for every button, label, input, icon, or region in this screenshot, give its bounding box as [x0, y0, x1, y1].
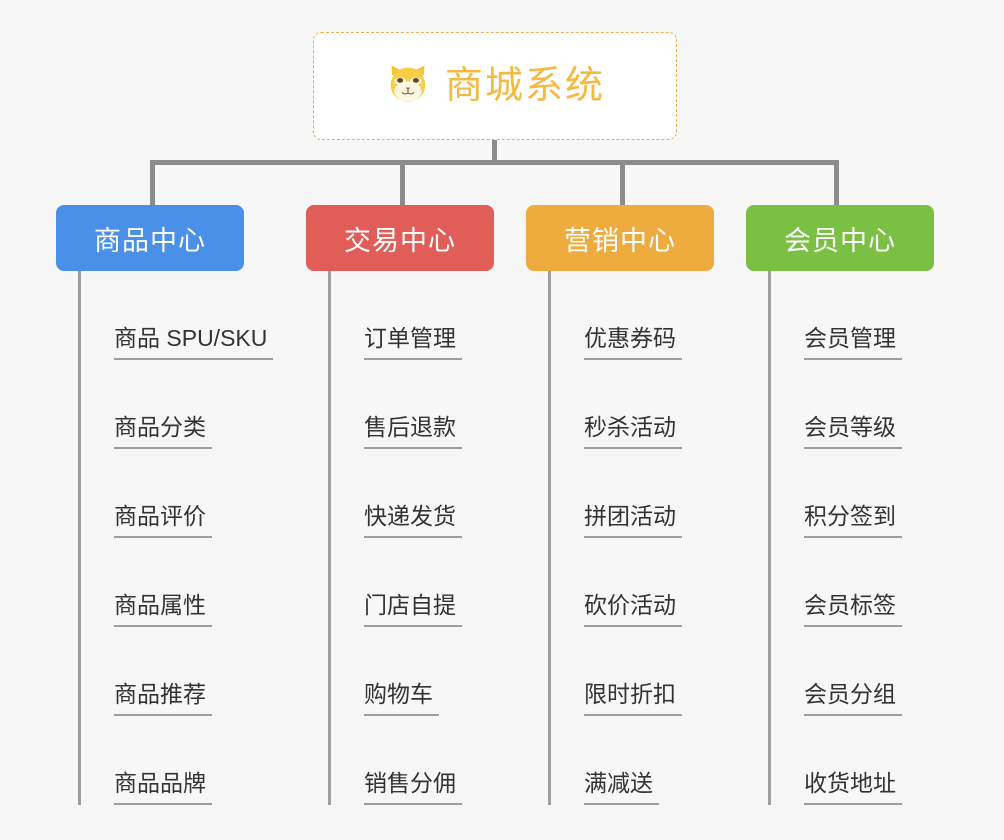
list-item[interactable]: 会员管理 — [772, 271, 934, 360]
branch-column-marketing-center: 营销中心 优惠券码 秒杀活动 拼团活动 砍价活动 限时折扣 满减送 — [526, 205, 714, 805]
list-item[interactable]: 积分签到 — [772, 449, 934, 538]
connector-horizontal-bus — [150, 160, 839, 165]
list-item[interactable]: 商品评价 — [82, 449, 273, 538]
list-item-label: 优惠券码 — [584, 325, 682, 360]
list-item-label: 拼团活动 — [584, 503, 682, 538]
branch-column-product-center: 商品中心 商品 SPU/SKU 商品分类 商品评价 商品属性 商品推荐 商品品牌 — [56, 205, 274, 805]
list-item[interactable]: 会员分组 — [772, 627, 934, 716]
list-item[interactable]: 优惠券码 — [552, 271, 714, 360]
list-item-label: 会员等级 — [804, 414, 902, 449]
list-item-label: 门店自提 — [364, 592, 462, 627]
list-item[interactable]: 砍价活动 — [552, 538, 714, 627]
sub-item-list: 优惠券码 秒杀活动 拼团活动 砍价活动 限时折扣 满减送 — [548, 271, 714, 805]
list-item[interactable]: 商品品牌 — [82, 716, 273, 805]
list-item[interactable]: 会员标签 — [772, 538, 934, 627]
list-item[interactable]: 售后退款 — [332, 360, 494, 449]
list-item[interactable]: 商品 SPU/SKU — [82, 271, 274, 360]
category-header-product-center[interactable]: 商品中心 — [56, 205, 244, 271]
list-item[interactable]: 满减送 — [552, 716, 714, 805]
list-item-label: 商品 SPU/SKU — [114, 325, 274, 360]
connector-drop-0 — [150, 163, 155, 205]
list-item[interactable]: 秒杀活动 — [552, 360, 714, 449]
list-item-label: 砍价活动 — [584, 592, 682, 627]
list-item-label: 商品属性 — [114, 592, 212, 627]
connector-drop-1 — [400, 163, 405, 205]
list-item-label: 积分签到 — [804, 503, 902, 538]
list-item-label: 购物车 — [364, 681, 439, 716]
category-label: 营销中心 — [564, 225, 676, 256]
sub-item-list: 商品 SPU/SKU 商品分类 商品评价 商品属性 商品推荐 商品品牌 — [78, 271, 274, 805]
sub-item-list: 订单管理 售后退款 快递发货 门店自提 购物车 销售分佣 — [328, 271, 494, 805]
list-item[interactable]: 限时折扣 — [552, 627, 714, 716]
list-item[interactable]: 销售分佣 — [332, 716, 494, 805]
connector-root-vertical — [492, 140, 497, 163]
branch-column-trade-center: 交易中心 订单管理 售后退款 快递发货 门店自提 购物车 销售分佣 — [306, 205, 494, 805]
list-item[interactable]: 商品属性 — [82, 538, 273, 627]
list-item[interactable]: 商品推荐 — [82, 627, 273, 716]
root-node-card[interactable]: 商城系统 — [313, 32, 677, 140]
list-item-label: 快递发货 — [364, 503, 462, 538]
category-label: 商品中心 — [94, 225, 206, 256]
list-item[interactable]: 收货地址 — [772, 716, 934, 805]
list-item-label: 会员管理 — [804, 325, 902, 360]
list-item[interactable]: 拼团活动 — [552, 449, 714, 538]
list-item[interactable]: 门店自提 — [332, 538, 494, 627]
category-header-member-center[interactable]: 会员中心 — [746, 205, 934, 271]
list-item-label: 订单管理 — [364, 325, 462, 360]
branch-column-member-center: 会员中心 会员管理 会员等级 积分签到 会员标签 会员分组 收货地址 — [746, 205, 934, 805]
list-item-label: 商品推荐 — [114, 681, 212, 716]
category-label: 会员中心 — [784, 225, 896, 256]
list-item[interactable]: 快递发货 — [332, 449, 494, 538]
shiba-dog-icon — [385, 61, 431, 112]
list-item-label: 商品品牌 — [114, 770, 212, 805]
connector-drop-3 — [834, 163, 839, 205]
list-item-label: 会员分组 — [804, 681, 902, 716]
list-item[interactable]: 订单管理 — [332, 271, 494, 360]
list-item-label: 秒杀活动 — [584, 414, 682, 449]
list-item-label: 销售分佣 — [364, 770, 462, 805]
list-item-label: 售后退款 — [364, 414, 462, 449]
page-title: 商城系统 — [444, 65, 605, 107]
list-item-label: 商品分类 — [114, 414, 212, 449]
list-item-label: 收货地址 — [804, 770, 902, 805]
list-item-label: 限时折扣 — [584, 681, 682, 716]
category-header-marketing-center[interactable]: 营销中心 — [526, 205, 714, 271]
category-header-trade-center[interactable]: 交易中心 — [306, 205, 494, 271]
list-item[interactable]: 会员等级 — [772, 360, 934, 449]
list-item[interactable]: 商品分类 — [82, 360, 273, 449]
connector-drop-2 — [620, 163, 625, 205]
list-item-label: 商品评价 — [114, 503, 212, 538]
list-item[interactable]: 购物车 — [332, 627, 494, 716]
category-label: 交易中心 — [344, 225, 456, 256]
list-item-label: 满减送 — [584, 770, 659, 805]
sub-item-list: 会员管理 会员等级 积分签到 会员标签 会员分组 收货地址 — [768, 271, 934, 805]
list-item-label: 会员标签 — [804, 592, 902, 627]
